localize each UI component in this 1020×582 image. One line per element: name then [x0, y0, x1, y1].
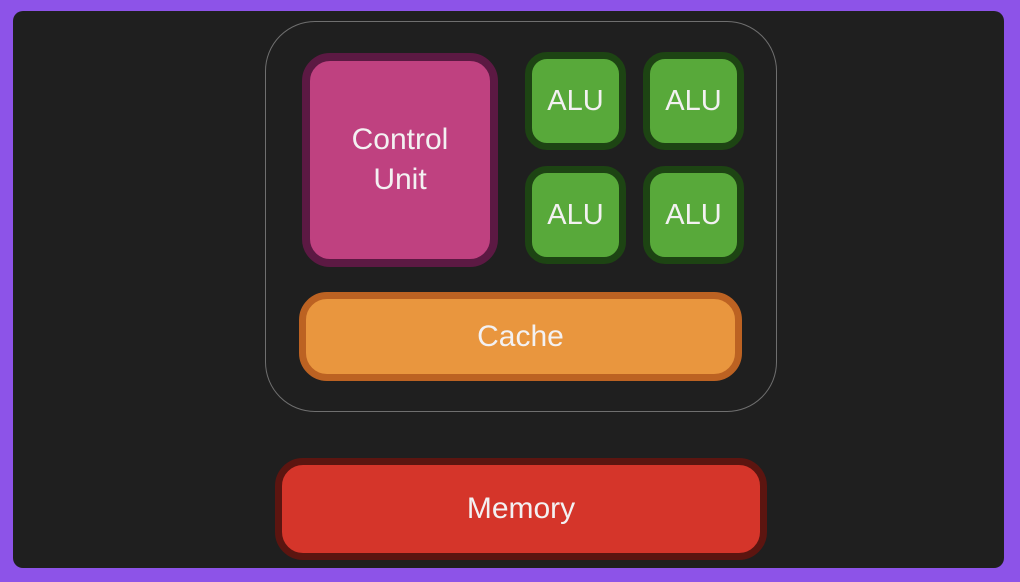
alu-block-4: ALU: [643, 166, 744, 264]
alu-label: ALU: [665, 84, 722, 117]
alu-label: ALU: [547, 84, 604, 117]
memory-label: Memory: [466, 492, 576, 525]
cache-block: Cache: [299, 292, 742, 381]
alu-block-3: ALU: [525, 166, 626, 264]
diagram-background: Control Unit ALU ALU ALU ALU Cache Memor…: [13, 11, 1004, 568]
alu-block-1: ALU: [525, 52, 626, 150]
memory-block: Memory: [275, 458, 767, 560]
alu-label: ALU: [547, 198, 604, 231]
control-unit-block: Control Unit: [302, 53, 498, 267]
alu-block-2: ALU: [643, 52, 744, 150]
cpu-package-outline: Control Unit ALU ALU ALU ALU Cache: [265, 21, 777, 412]
cache-label: Cache: [477, 319, 564, 353]
alu-label: ALU: [665, 198, 722, 231]
control-unit-label: Control Unit: [351, 123, 449, 196]
